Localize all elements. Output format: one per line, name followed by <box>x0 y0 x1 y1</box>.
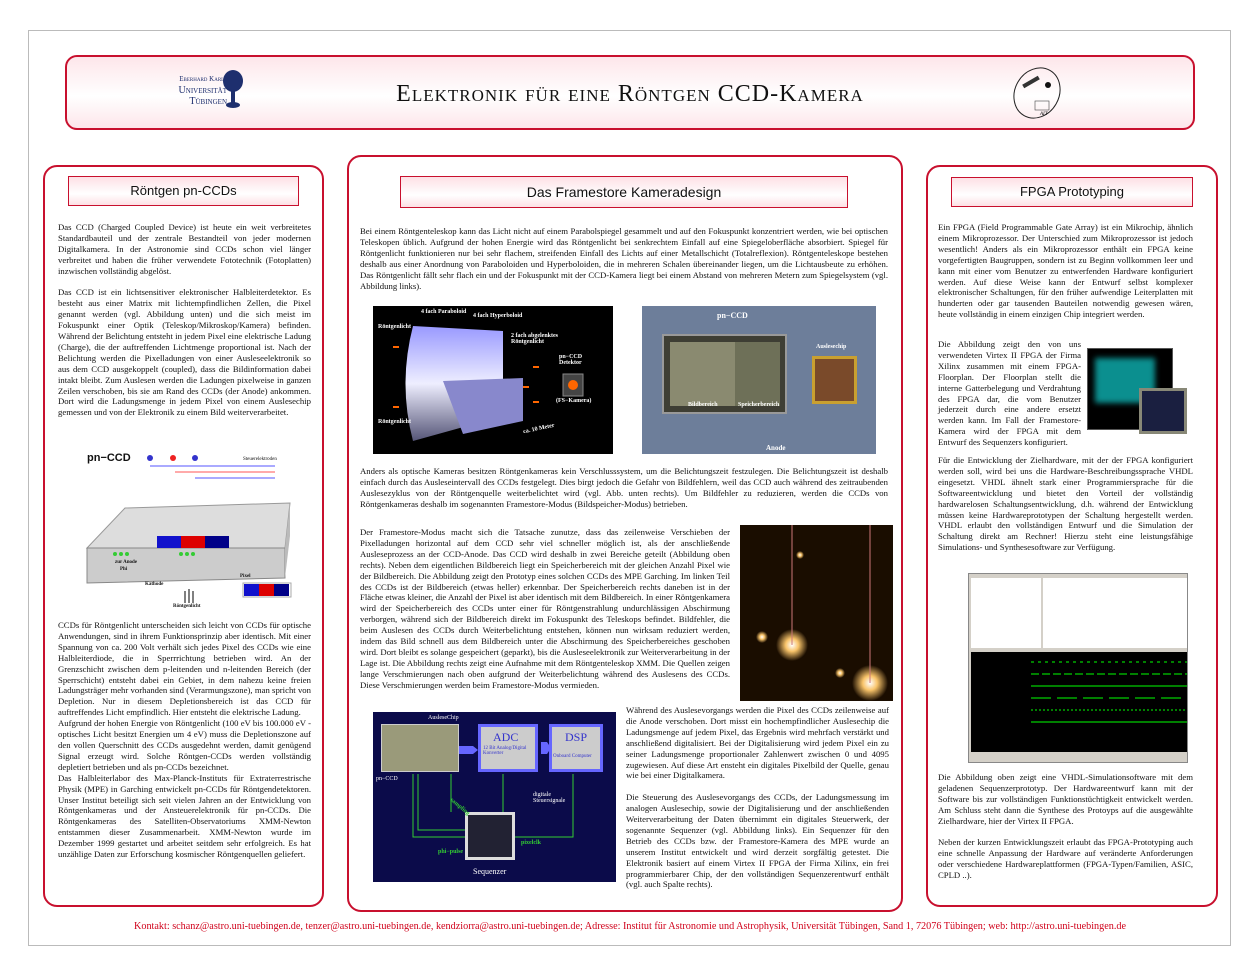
paragraph: Die Abbildung oben zeigt eine VHDL-Simul… <box>938 772 1193 826</box>
right-text-floorplan: Die Abbildung zeigt den von uns verwende… <box>938 339 1081 448</box>
figure-label: Steuerelektroden <box>243 457 277 462</box>
paragraph: Aufgrund der hohen Energie von Röntgenli… <box>58 718 311 772</box>
pn-ccd-photo: pn−CCD Auslesechip Bildbereich Speicherb… <box>642 306 876 454</box>
pn-ccd-diagram: pn−CCD Steuerelektroden zur Anode Phi Ka… <box>85 448 315 613</box>
paragraph: CCDs für Röntgenlicht unterscheiden sich… <box>58 620 311 718</box>
middle-text-exposure: Anders als optische Kameras besitzen Rön… <box>360 466 888 509</box>
left-text-lower: CCDs für Röntgenlicht unterscheiden sich… <box>58 620 311 860</box>
vhdl-simulation-screenshot <box>968 573 1188 763</box>
figure-label: Anode <box>766 444 786 452</box>
figure-label: digitale Steuersignale <box>533 792 566 804</box>
figure-label: Speicherbereich <box>738 402 780 408</box>
section-title-fpga: FPGA Prototyping <box>951 177 1193 207</box>
figure-label: AuslesеChip <box>428 715 459 721</box>
figure-label: Röntgenlicht <box>378 419 411 425</box>
contact-footer: Kontakt: schanz@astro.uni-tuebingen.de, … <box>134 921 1126 932</box>
figure-label: Pixel <box>240 574 251 579</box>
paragraph: Das Halbleiterlabor des Max-Planck-Insti… <box>58 772 311 860</box>
figure-label: Sequenzer <box>473 867 507 876</box>
middle-text-framestore: Der Framestore-Modus macht sich die Tats… <box>360 527 730 690</box>
poster-frame <box>28 30 1231 946</box>
figure-label: pn−CCD Detektor <box>559 354 583 366</box>
university-logo-text: Eberhard Karls Universität Tübingen <box>137 74 227 107</box>
xmm-image <box>740 525 893 701</box>
figure-label: pixelclk <box>521 840 542 846</box>
figure-label: Bildbereich <box>688 402 718 408</box>
xray-telescope-figure: 4 fach Paraboloid 4 fach Hyperboloid Rön… <box>373 306 613 454</box>
figure-label: (FS−Kamera) <box>556 398 592 404</box>
figure-label: phi−pulse <box>438 849 464 855</box>
right-text-vhdl: Für die Entwicklung der Zielhardware, mi… <box>938 455 1193 553</box>
figure-label: 12 Bit Analog/Digital Konverter <box>483 746 527 756</box>
university-line2: Universität <box>178 85 227 96</box>
right-text-intro: Ein FPGA (Field Programmable Gate Array)… <box>938 222 1193 320</box>
ait-logo-label: AIT <box>1039 112 1049 117</box>
figure-label: 4 fach Hyperboloid <box>473 313 523 319</box>
ait-satellite-logo-icon: AIT <box>1013 67 1061 119</box>
page-title: Elektronik für eine Röntgen CCD-Kamera <box>396 81 864 107</box>
palm-tree-logo-icon <box>223 70 243 108</box>
middle-text-readout: Während des Auslesevorgangs werden die P… <box>626 705 889 890</box>
figure-title: pn−CCD <box>87 452 131 464</box>
paragraph: Das CCD ist ein lichtsensitiver elektron… <box>58 287 311 418</box>
figure-label: Röntgenlicht <box>378 324 411 330</box>
paragraph: Das CCD (Charged Coupled Device) ist heu… <box>58 222 311 276</box>
paragraph: Neben der kurzen Entwicklungszeit erlaub… <box>938 837 1193 881</box>
fpga-floorplan-image <box>1087 348 1188 434</box>
paragraph: Während des Auslesevorgangs werden die P… <box>626 705 889 781</box>
university-line3: Tübingen <box>189 96 227 107</box>
right-column <box>926 165 1218 907</box>
university-line1: Eberhard Karls <box>179 75 227 83</box>
right-text-conclusion: Die Abbildung oben zeigt eine VHDL-Simul… <box>938 772 1193 881</box>
left-text-intro: Das CCD (Charged Coupled Device) ist heu… <box>58 222 311 418</box>
figure-label: 2 fach abgelenktes Röntgenlicht <box>511 333 558 345</box>
figure-label: Auslesechip <box>816 344 847 350</box>
poster-header: Eberhard Karls Universität Tübingen Elek… <box>65 55 1195 130</box>
dsp-label: DSP <box>565 730 588 744</box>
middle-text-intro: Bei einem Röntgenteleskop kann das Licht… <box>360 226 888 291</box>
figure-label: pn−CCD <box>376 776 398 782</box>
section-title-roentgen-pn-ccds: Röntgen pn-CCDs <box>68 176 299 206</box>
sequencer-diagram: AuslesеChip pn−CCD ADC 12 Bit Analog/Dig… <box>373 712 616 882</box>
paragraph: Die Steuerung des Auslesevorgangs des CC… <box>626 792 889 890</box>
figure-label: Onboard Computer <box>553 754 592 759</box>
figure-label: pn−CCD <box>717 311 748 320</box>
figure-label: 4 fach Paraboloid <box>421 309 467 315</box>
figure-label: zur Anode <box>115 560 137 565</box>
figure-label: Phi <box>120 567 128 572</box>
figure-label: Röntgenlicht <box>173 604 201 609</box>
section-title-framestore: Das Framestore Kameradesign <box>400 176 848 208</box>
figure-label: Kathode <box>145 582 164 587</box>
adc-label: ADC <box>493 730 519 744</box>
